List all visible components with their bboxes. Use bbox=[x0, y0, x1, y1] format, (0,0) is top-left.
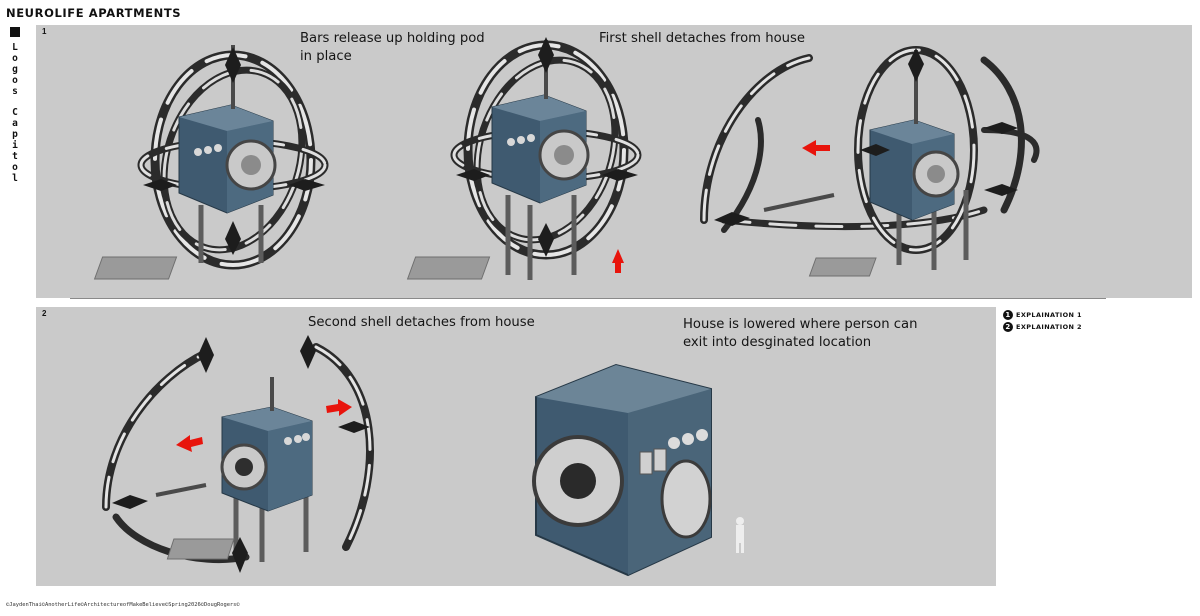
vertical-letter: o bbox=[12, 161, 18, 173]
person-figure bbox=[736, 517, 744, 553]
legend-label: EXPLAINATION 1 bbox=[1016, 311, 1082, 319]
arrow-left-icon bbox=[802, 140, 830, 156]
caption-house-lowered: House is lowered where person can exit i… bbox=[683, 317, 918, 350]
vertical-letter: a bbox=[12, 118, 18, 130]
render-house-lowered bbox=[532, 363, 744, 577]
render-second-shell bbox=[102, 335, 374, 573]
panel-number: 2 bbox=[42, 309, 47, 318]
vertical-letter: s bbox=[12, 85, 18, 97]
arrow-up-icon bbox=[612, 249, 624, 273]
arrow-right-icon bbox=[326, 399, 352, 416]
caption-bars-release: Bars release up holding pod in place bbox=[300, 31, 485, 64]
legend-item-2: 2 EXPLAINATION 2 bbox=[1003, 322, 1082, 332]
render-bars-release bbox=[406, 37, 642, 280]
render-pod-closed bbox=[93, 45, 329, 280]
arrow-left-icon bbox=[176, 435, 203, 452]
page-title: NEUROLIFE APARTMENTS bbox=[6, 6, 182, 20]
vertical-letter: o bbox=[12, 52, 18, 64]
vertical-letter: i bbox=[12, 140, 18, 152]
legend-label: EXPLAINATION 2 bbox=[1016, 323, 1082, 331]
panel-step-2: 2 Second shell detaches from house House… bbox=[36, 307, 996, 586]
render-first-shell bbox=[700, 46, 1040, 277]
vertical-letter: g bbox=[12, 63, 18, 75]
vertical-letter: l bbox=[12, 172, 18, 184]
number-badge-icon: 2 bbox=[1003, 322, 1013, 332]
legend-item-1: 1 EXPLAINATION 1 bbox=[1003, 310, 1082, 320]
vertical-letter: o bbox=[12, 74, 18, 86]
caption-second-shell: Second shell detaches from house bbox=[308, 315, 535, 330]
vertical-label: L o g o s C a p i t o l bbox=[9, 42, 21, 185]
panel-number: 1 bbox=[42, 27, 47, 36]
vertical-letter: L bbox=[12, 42, 18, 53]
sidebar-marker bbox=[10, 27, 20, 37]
number-badge-icon: 1 bbox=[1003, 310, 1013, 320]
vertical-letter: t bbox=[12, 150, 18, 162]
panel-step-1: 1 Bars release up holding pod in place F… bbox=[36, 25, 1192, 298]
vertical-letter: p bbox=[12, 129, 18, 141]
vertical-letter: C bbox=[12, 107, 18, 119]
footer-credit: ©JaydenThai©AnotherLife©ArchitectureofMa… bbox=[6, 602, 240, 608]
section-divider bbox=[70, 298, 1106, 299]
caption-first-shell: First shell detaches from house bbox=[599, 31, 805, 46]
